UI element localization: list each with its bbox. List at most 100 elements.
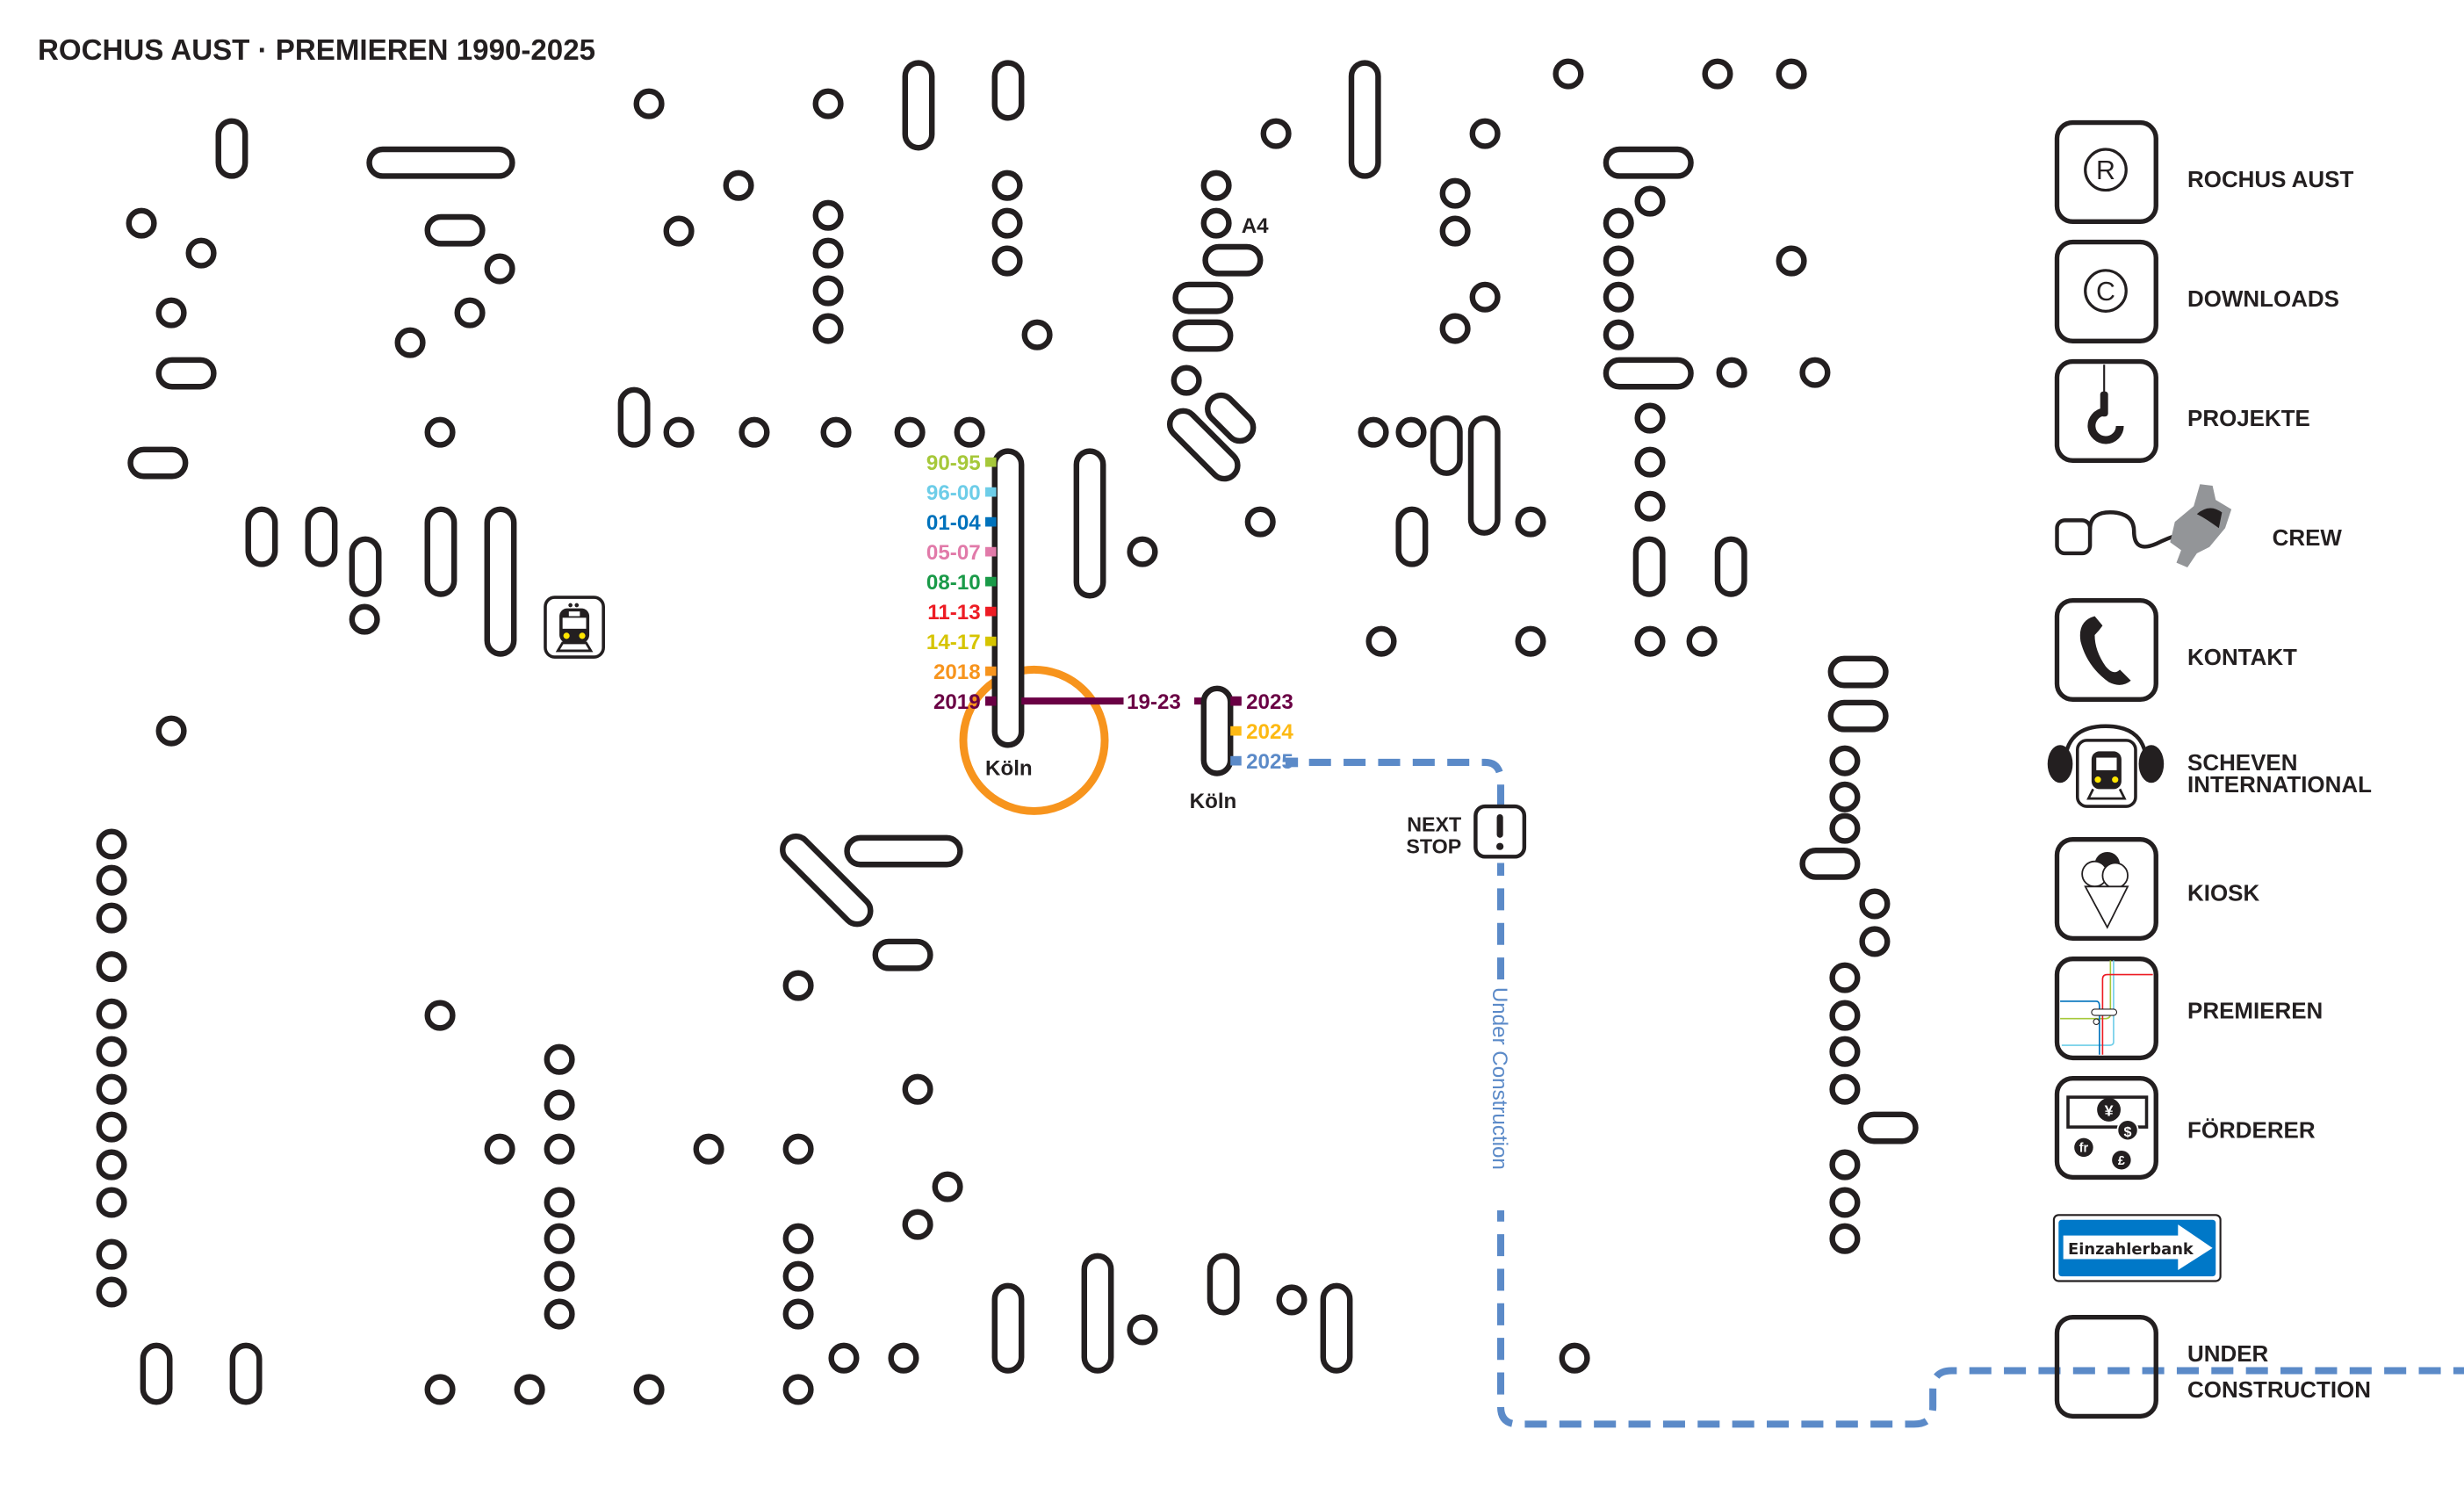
sidebar-item-under-construction[interactable]: UNDER CONSTRUCTION [2054,1314,2371,1419]
station-stop[interactable] [96,1238,127,1270]
sidebar-item-kontakt[interactable]: KONTAKT [2054,597,2298,703]
station-stop[interactable] [96,828,127,860]
interchange-stop[interactable] [366,146,515,179]
station-stop[interactable] [738,416,770,448]
station-stop[interactable] [1439,313,1471,344]
timeline-label[interactable]: 2024 [1246,720,1293,744]
timeline-label[interactable]: 08-10 [926,571,981,595]
interchange-stop[interactable] [424,213,486,247]
interchange-stop[interactable] [140,1342,173,1405]
station-stop[interactable] [1829,1223,1861,1254]
station-stop[interactable] [1439,215,1471,247]
interchange-stop[interactable] [1348,60,1381,179]
station-stop[interactable] [828,1342,860,1374]
interchange-stop[interactable] [844,834,963,868]
station-stop[interactable] [1365,625,1397,657]
interchange-stop[interactable] [1714,536,1747,597]
main-station-pill[interactable] [991,448,1025,748]
station-stop[interactable] [1829,962,1861,993]
interchange-stop[interactable] [155,357,217,390]
station-stop[interactable] [424,1000,456,1031]
station-stop[interactable] [484,1133,515,1165]
interchange-stop[interactable] [1207,1253,1240,1316]
station-stop[interactable] [1859,888,1891,920]
interchange-stop[interactable] [1164,406,1243,485]
second-station-pill[interactable] [1200,685,1234,776]
station-stop[interactable] [424,1374,456,1405]
interchange-stop[interactable] [1603,146,1694,179]
interchange-stop[interactable] [991,60,1025,121]
station-stop[interactable] [96,1073,127,1105]
station-stop[interactable] [1395,416,1427,448]
station-stop[interactable] [424,416,456,448]
station-stop[interactable] [782,1298,814,1330]
timeline-label[interactable]: 05-07 [926,541,981,565]
sidebar-item-premieren[interactable]: PREMIEREN [2054,956,2324,1061]
sidebar-item-rochus-aust[interactable]: R ROCHUS AUST [2054,119,2354,225]
station-stop[interactable] [349,603,380,635]
station-stop[interactable] [1686,625,1718,657]
interchange-stop[interactable] [1430,415,1463,476]
station-stop[interactable] [96,1187,127,1218]
station-stop[interactable] [1716,357,1747,388]
station-stop[interactable] [1634,625,1666,657]
interchange-stop[interactable] [245,506,278,567]
station-stop[interactable] [454,297,486,329]
station-stop[interactable] [894,416,926,448]
station-stop[interactable] [1829,1036,1861,1067]
station-stop[interactable] [1776,58,1807,90]
station-stop[interactable] [1829,781,1861,812]
timeline-label[interactable]: 90-95 [926,451,981,475]
timeline-label[interactable]: 19-23 [1127,690,1181,714]
next-stop[interactable]: NEXT STOP [1406,804,1527,863]
station-stop[interactable] [1553,58,1584,90]
station-stop[interactable] [633,1374,665,1405]
station-stop[interactable] [1276,1284,1308,1316]
interchange-stop[interactable] [229,1342,263,1405]
station-stop[interactable] [544,1043,575,1075]
station-stop[interactable] [991,170,1023,201]
station-stop[interactable] [1829,1187,1861,1218]
station-stop[interactable] [96,902,127,934]
station-stop[interactable] [544,1223,575,1254]
station-stop[interactable] [1776,245,1807,277]
station-stop[interactable] [96,1111,127,1143]
train-station-icon[interactable] [544,596,605,659]
station-stop[interactable] [1127,536,1158,567]
station-stop[interactable] [1829,745,1861,776]
station-stop[interactable] [1603,207,1634,239]
sidebar-item-foerderer[interactable]: ¥ $ fr £ FÖRDERER [2054,1075,2316,1180]
station-stop[interactable] [126,207,157,239]
sidebar-item-kiosk[interactable]: KIOSK [2054,836,2260,942]
station-stop[interactable] [1634,402,1666,434]
interchange-stop[interactable] [349,536,382,597]
station-stop[interactable] [1859,926,1891,957]
interchange-stop[interactable] [1202,390,1259,447]
station-stop[interactable] [1634,490,1666,522]
station-stop[interactable] [1702,58,1733,90]
interchange-stop[interactable] [424,506,457,597]
station-stop[interactable] [96,1276,127,1308]
station-stop[interactable] [1829,1149,1861,1180]
sidebar-item-crew[interactable]: CREW [2055,484,2343,568]
interchange-stop[interactable] [1320,1282,1353,1374]
station-stop[interactable] [812,313,844,344]
station-stop[interactable] [782,1374,814,1405]
station-stop[interactable] [544,1133,575,1165]
station-stop[interactable] [663,215,695,247]
station-stop[interactable] [633,88,665,119]
interchange-stop[interactable] [1603,357,1694,390]
interchange-stop[interactable] [305,506,338,567]
timeline-label[interactable]: 96-00 [926,481,981,505]
sidebar-item-projekte[interactable]: PROJEKTE [2054,358,2310,464]
interchange-stop[interactable] [1827,699,1889,733]
station-stop[interactable] [902,1209,933,1240]
station-stop[interactable] [1260,118,1292,149]
timeline-label[interactable]: 14-17 [926,631,981,654]
station-stop[interactable] [1515,506,1546,538]
station-stop[interactable] [812,199,844,231]
interchange-stop[interactable] [1081,1253,1114,1374]
station-stop[interactable] [96,1149,127,1180]
timeline-label[interactable]: 01-04 [926,511,981,535]
interchange-stop[interactable] [127,446,189,480]
